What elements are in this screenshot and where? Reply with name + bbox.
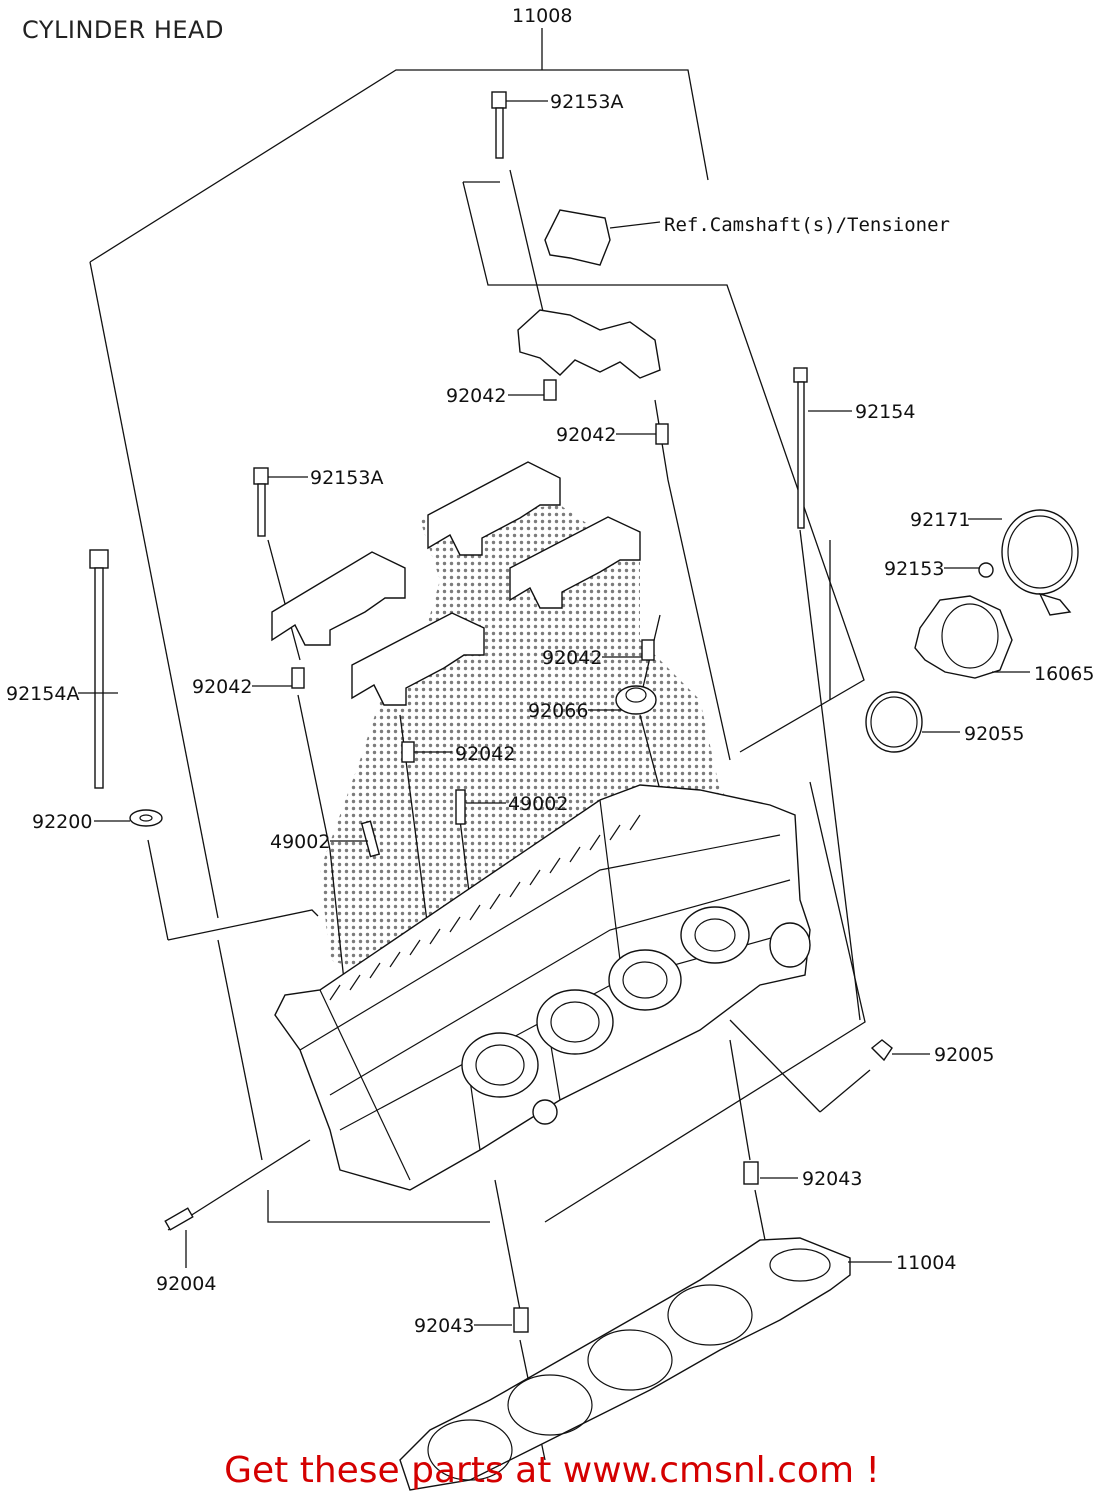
diagram-title: CYLINDER HEAD xyxy=(22,16,224,44)
leader-lines xyxy=(78,100,1030,1326)
camshaft-holder-top xyxy=(517,209,661,379)
label-92153a-top[interactable]: 92153A xyxy=(550,91,623,113)
label-92042-b[interactable]: 92042 xyxy=(556,424,616,446)
fasteners xyxy=(89,91,994,1333)
label-49002-a[interactable]: 49002 xyxy=(508,793,568,815)
label-92153[interactable]: 92153 xyxy=(884,558,944,580)
head-gasket xyxy=(399,1237,851,1491)
label-11004[interactable]: 11004 xyxy=(896,1252,956,1274)
part-labels: 11008 92153A Ref.Camshaft(s)/Tensioner 9… xyxy=(6,5,1094,1337)
label-49002-b[interactable]: 49002 xyxy=(270,831,330,853)
label-92066[interactable]: 92066 xyxy=(528,700,588,722)
label-92042-c[interactable]: 92042 xyxy=(192,676,252,698)
intake-adapter-group xyxy=(865,509,1079,753)
label-92055[interactable]: 92055 xyxy=(964,723,1024,745)
cylinder-head-block xyxy=(274,784,811,1191)
label-92200[interactable]: 92200 xyxy=(32,811,92,833)
label-92042-e[interactable]: 92042 xyxy=(455,743,515,765)
label-92153a-mid[interactable]: 92153A xyxy=(310,467,383,489)
label-92043-b[interactable]: 92043 xyxy=(414,1315,474,1337)
label-92154a[interactable]: 92154A xyxy=(6,683,79,705)
label-92042-d[interactable]: 92042 xyxy=(542,647,602,669)
label-92005[interactable]: 92005 xyxy=(934,1044,994,1066)
promo-link-text[interactable]: Get these parts at www.cmsnl.com ! xyxy=(224,1450,880,1491)
label-92171[interactable]: 92171 xyxy=(910,509,970,531)
label-16065[interactable]: 16065 xyxy=(1034,663,1094,685)
label-11008[interactable]: 11008 xyxy=(512,5,572,27)
label-ref-camshaft-tensioner[interactable]: Ref.Camshaft(s)/Tensioner xyxy=(664,214,950,236)
camshaft-caps xyxy=(271,461,641,706)
label-92043-a[interactable]: 92043 xyxy=(802,1168,862,1190)
label-92154[interactable]: 92154 xyxy=(855,401,915,423)
label-92004[interactable]: 92004 xyxy=(156,1273,216,1295)
label-92042-a[interactable]: 92042 xyxy=(446,385,506,407)
